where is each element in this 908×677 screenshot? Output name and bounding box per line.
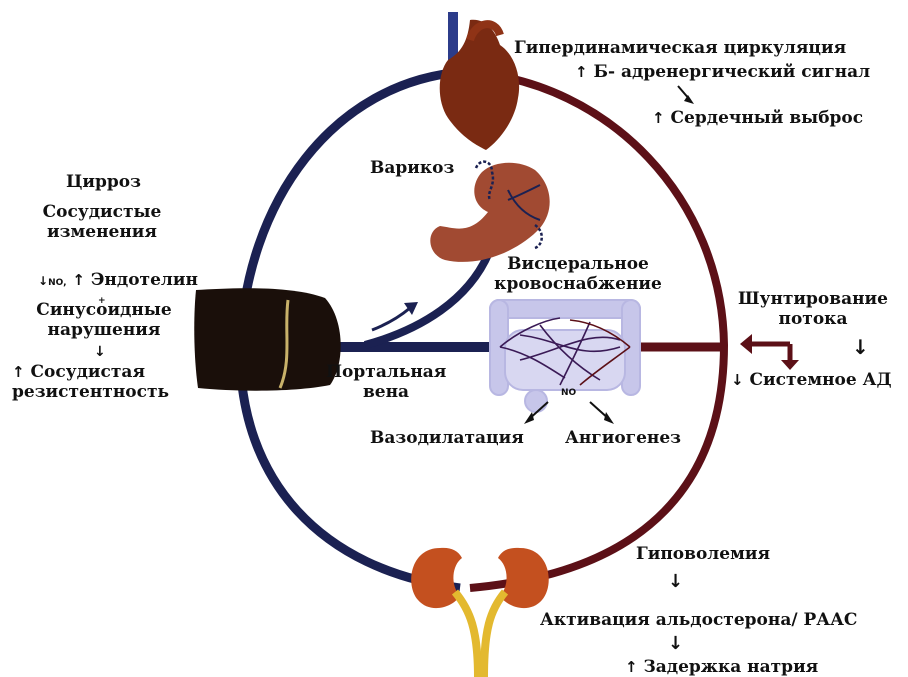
shunt-arrowhead <box>740 334 752 354</box>
aldosterone-label: Активация альдостерона/ РААС <box>540 610 857 630</box>
hyperdynamic-title: Гипердинамическая циркуляция <box>514 38 846 58</box>
hypovolemia-label: Гиповолемия <box>636 544 770 564</box>
shunt-line-2: потока <box>728 309 898 329</box>
sinusoid-line-1: Синусоидные <box>24 300 184 320</box>
up-arrow-icon: ↑ <box>575 63 588 81</box>
visceral-line-2: кровоснабжение <box>478 274 678 294</box>
resistance-line-1: Сосудистая <box>31 362 146 382</box>
systemic-bp-text: Системное АД <box>750 370 892 390</box>
beta-arrowhead <box>684 95 694 104</box>
down-arrow-icon: ↓ <box>668 634 683 654</box>
varix-label: Варикоз <box>370 158 454 178</box>
angiogenesis-label: Ангиогенез <box>565 428 681 448</box>
vascular-line-1: Сосудистые <box>32 202 172 222</box>
liver <box>194 288 340 390</box>
visceral-no: NO <box>561 383 576 403</box>
beta-signal-text: Б- адренергический сигнал <box>594 62 871 82</box>
up-arrow-icon: ↑ <box>625 658 638 676</box>
down-arrow-icon: ↓ <box>38 274 48 288</box>
left-kidney <box>411 548 462 608</box>
endothelin-text: Эндотелин <box>91 270 198 290</box>
right-ureter <box>484 592 505 677</box>
visceral-line-1: Висцеральное <box>478 254 678 274</box>
collateral-arrow <box>372 308 410 330</box>
portal-vein-label: Портальная вена <box>326 362 446 402</box>
angiogenesis-arrowhead <box>604 412 614 424</box>
right-kidney <box>498 548 549 608</box>
cardiac-output-text: Сердечный выброс <box>671 108 864 128</box>
shunt-line-1: Шунтирование <box>728 289 898 309</box>
cirrhosis-title: Цирроз <box>66 172 141 192</box>
portal-line-1: Портальная <box>326 362 446 382</box>
sinusoid-line-2: нарушения <box>24 320 184 340</box>
down-arrow-icon: ↓ <box>852 337 869 357</box>
cardiac-output: ↑ Сердечный выброс <box>652 108 863 128</box>
sodium-retention-text: Задержка натрия <box>644 657 819 677</box>
sodium-retention: ↑ Задержка натрия <box>625 657 818 677</box>
vascular-line-2: изменения <box>32 222 172 242</box>
down-arrow-icon: ↓ <box>668 572 683 592</box>
up-arrow-icon: ↑ <box>72 271 85 289</box>
left-ureter <box>455 592 478 677</box>
shunt-down-head <box>781 360 799 370</box>
down-arrow-icon: ↓ <box>731 371 744 389</box>
shunt-label: Шунтирование потока <box>728 289 898 329</box>
up-arrow-icon: ↑ <box>652 109 665 127</box>
vasodilation-label: Вазодилатация <box>370 428 524 448</box>
beta-signal: ↑ Б- адренергический сигнал <box>575 62 870 82</box>
up-arrow-icon: ↑ <box>12 363 25 381</box>
systemic-bp: ↓ Системное АД <box>731 370 892 390</box>
no-endothelin: ↓NO, ↑ Эндотелин <box>38 270 198 293</box>
vasodilation-arrowhead <box>524 412 534 424</box>
visceral-blood-supply: Висцеральное кровоснабжение <box>478 254 678 294</box>
down-arrow-icon: ↓ <box>94 342 106 362</box>
portal-line-2: вена <box>326 382 446 402</box>
resistance-line-2: резистентность <box>12 382 169 402</box>
collateral-arrowhead <box>404 302 418 315</box>
sinusoid-changes: Синусоидные нарушения <box>24 300 184 340</box>
vascular-resistance: ↑ Сосудистая резистентность <box>12 362 169 402</box>
vascular-changes: Сосудистые изменения <box>32 202 172 242</box>
no-text: NO <box>48 278 63 288</box>
